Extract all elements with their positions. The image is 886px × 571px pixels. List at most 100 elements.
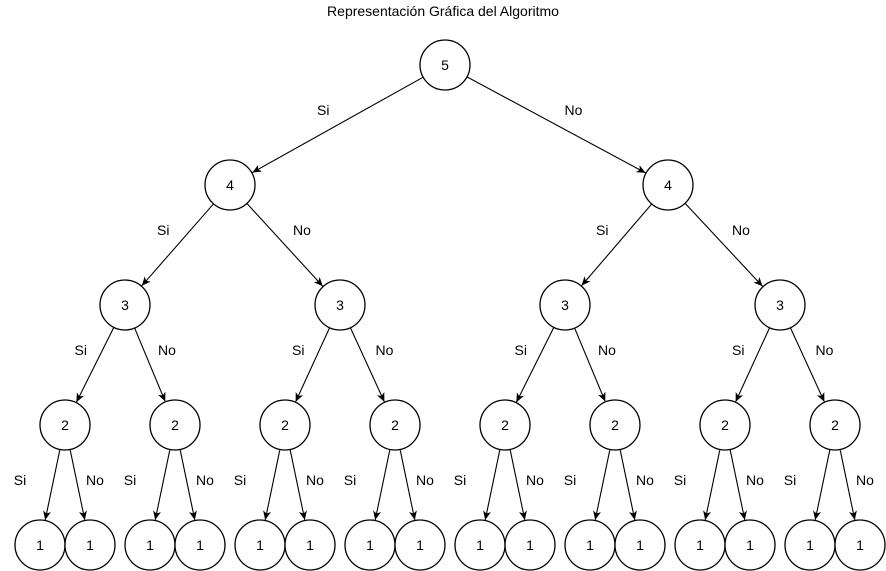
edge-label-si: Si <box>564 472 576 488</box>
node-circle <box>642 159 694 211</box>
edge-6-13: Si <box>732 327 771 403</box>
edge-9-19: Si <box>234 449 281 521</box>
edge-label-si: Si <box>454 472 466 488</box>
edge-8-18: No <box>179 449 214 521</box>
tree-node: 2 <box>589 399 641 451</box>
edge-label-no: No <box>636 472 654 488</box>
edge-label-no: No <box>526 472 544 488</box>
edge-4-10: No <box>349 327 394 403</box>
tree-node: 1 <box>14 519 66 571</box>
node-circle <box>369 399 421 451</box>
edge-arrow <box>373 449 391 521</box>
node-label: 1 <box>36 537 44 553</box>
edge-arrow <box>179 449 197 521</box>
node-label: 1 <box>366 537 374 553</box>
tree-node: 1 <box>784 519 836 571</box>
edge-arrow <box>466 76 646 174</box>
node-circle <box>284 519 336 571</box>
edge-label-si: Si <box>596 222 608 238</box>
edge-arrow <box>684 202 764 287</box>
node-circle <box>314 279 366 331</box>
node-circle <box>394 519 446 571</box>
node-label: 1 <box>526 537 534 553</box>
node-circle <box>149 399 201 451</box>
edge-label-si: Si <box>292 342 304 358</box>
tree-node: 4 <box>204 159 256 211</box>
node-label: 3 <box>561 297 569 313</box>
tree-node: 1 <box>64 519 116 571</box>
edge-2-5: Si <box>581 203 653 287</box>
node-label: 1 <box>696 537 704 553</box>
node-circle <box>699 399 751 451</box>
edge-0-1: Si <box>251 76 424 174</box>
node-label: 2 <box>721 417 729 433</box>
edge-label-no: No <box>746 472 764 488</box>
edge-11-24: No <box>509 449 544 521</box>
edge-label-no: No <box>856 472 874 488</box>
node-label: 4 <box>664 177 672 193</box>
edge-arrow <box>735 327 771 403</box>
node-circle <box>724 519 776 571</box>
edge-label-no: No <box>86 472 104 488</box>
edge-label-si: Si <box>75 342 87 358</box>
edge-0-2: No <box>466 76 646 174</box>
tree-node: 3 <box>314 279 366 331</box>
edge-arrow <box>509 449 527 521</box>
node-circle <box>479 399 531 451</box>
diagram-title: Representación Gráfica del Algoritmo <box>327 3 559 19</box>
node-label: 1 <box>146 537 154 553</box>
node-label: 1 <box>306 537 314 553</box>
node-label: 5 <box>441 57 449 73</box>
edge-arrow <box>574 327 606 402</box>
tree-node: 2 <box>39 399 91 451</box>
node-label: 3 <box>121 297 129 313</box>
edge-label-no: No <box>196 472 214 488</box>
edge-arrow <box>251 76 424 174</box>
node-circle <box>614 519 666 571</box>
edge-arrow <box>263 449 281 521</box>
node-label: 3 <box>336 297 344 313</box>
edge-arrow <box>153 449 171 521</box>
edge-1-4: No <box>246 203 324 287</box>
node-circle <box>64 519 116 571</box>
edge-arrow <box>703 449 721 521</box>
edge-arrow <box>349 327 385 403</box>
node-label: 1 <box>746 537 754 553</box>
edge-arrow <box>69 449 87 521</box>
tree-node: 1 <box>834 519 886 571</box>
edge-3-8: No <box>134 327 176 402</box>
edge-label-si: Si <box>515 342 527 358</box>
node-label: 1 <box>806 537 814 553</box>
edge-11-23: Si <box>454 449 501 521</box>
node-label: 1 <box>416 537 424 553</box>
edge-label-no: No <box>416 472 434 488</box>
edge-label-si: Si <box>674 472 686 488</box>
node-circle <box>39 399 91 451</box>
edge-arrow <box>581 203 653 287</box>
edge-label-no: No <box>158 342 176 358</box>
tree-node: 2 <box>149 399 201 451</box>
edge-4-9: Si <box>292 327 331 403</box>
node-label: 1 <box>586 537 594 553</box>
edge-arrow <box>134 327 166 402</box>
node-label: 1 <box>636 537 644 553</box>
tree-node: 2 <box>699 399 751 451</box>
tree-node: 5 <box>419 39 471 91</box>
node-circle <box>259 399 311 451</box>
tree-node: 2 <box>259 399 311 451</box>
edge-arrow <box>289 449 307 521</box>
tree-node: 2 <box>809 399 861 451</box>
tree-node: 3 <box>99 279 151 331</box>
node-circle <box>419 39 471 91</box>
edge-label-si: Si <box>14 472 26 488</box>
node-label: 1 <box>196 537 204 553</box>
edge-arrow <box>729 449 747 521</box>
tree-node: 2 <box>479 399 531 451</box>
edge-label-no: No <box>816 342 834 358</box>
node-label: 1 <box>856 537 864 553</box>
edge-8-17: Si <box>124 449 171 521</box>
tree-node: 3 <box>754 279 806 331</box>
edge-arrow <box>593 449 611 521</box>
tree-node: 1 <box>174 519 226 571</box>
